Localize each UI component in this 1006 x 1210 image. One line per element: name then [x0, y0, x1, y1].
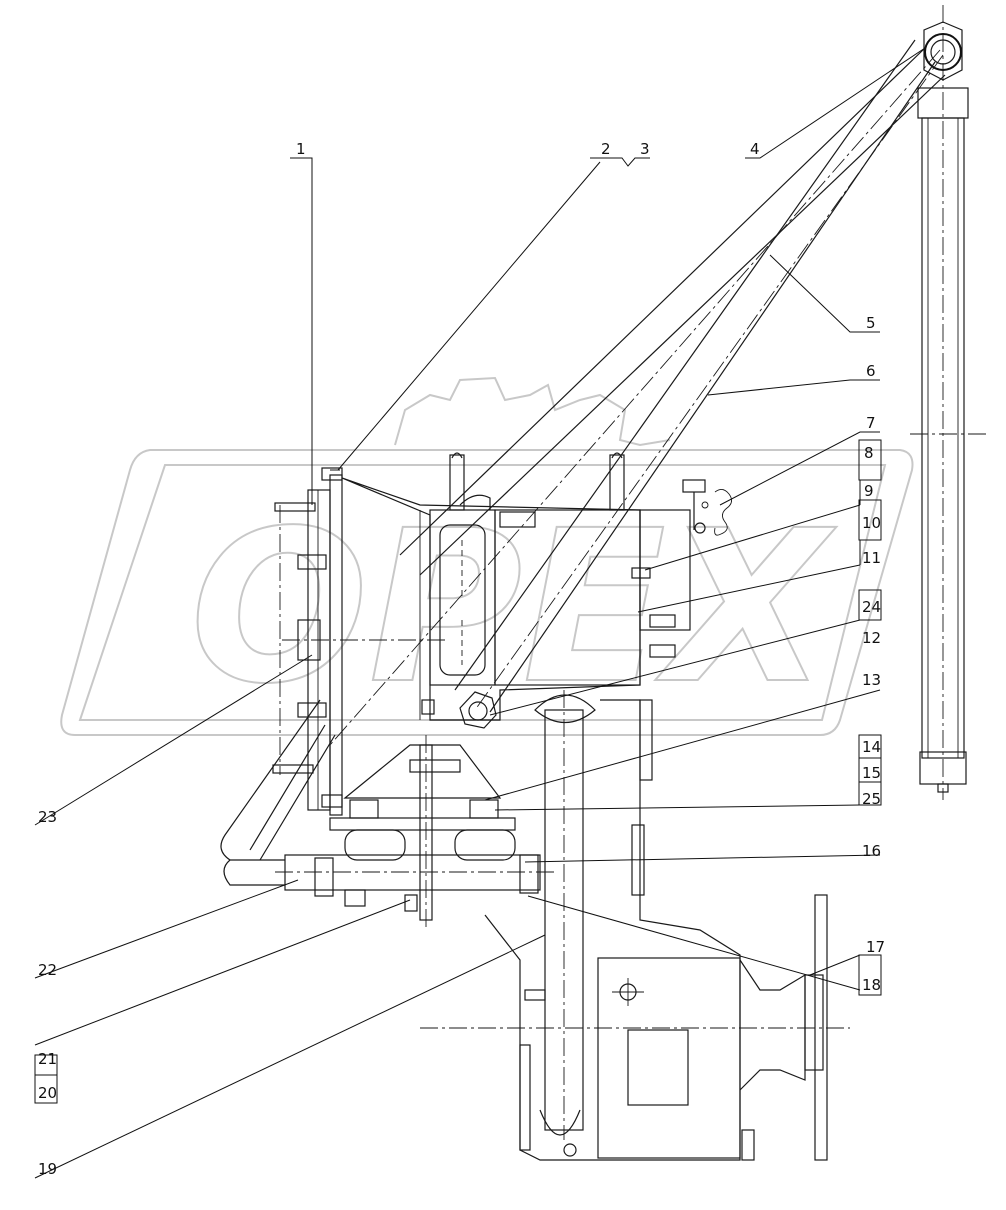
- watermark-logo: OPEX: [60, 376, 914, 736]
- callout-5: 5: [866, 314, 876, 332]
- callout-labels: 1 2 3 4 5 6 7 8 9 10 11 12 13 14 15 16 1…: [38, 140, 885, 1178]
- callout-4: 4: [750, 140, 760, 158]
- boom-arm: [329, 39, 946, 746]
- callout-2: 2: [601, 140, 611, 158]
- hydraulic-cylinder: [910, 5, 990, 800]
- callout-1: 1: [296, 140, 306, 158]
- callout-23: 23: [38, 808, 57, 826]
- drive-shaft: [419, 690, 596, 1140]
- callout-8: 8: [864, 444, 874, 462]
- callout-3: 3: [640, 140, 650, 158]
- callout-19: 19: [38, 1160, 57, 1178]
- callout-12: 12: [862, 629, 881, 647]
- watermark-badge-outline: [60, 449, 914, 736]
- callout-15: 15: [862, 764, 881, 782]
- watermark-badge-inner: [78, 464, 887, 721]
- callout-18: 18: [862, 976, 881, 994]
- gearbox-housing: [341, 452, 691, 721]
- callout-13: 13: [862, 671, 881, 689]
- lower-gearbox: [420, 699, 850, 1161]
- leader-lines: [34, 47, 926, 1179]
- callout-22: 22: [38, 961, 57, 979]
- callout-10: 10: [862, 514, 881, 532]
- callout-frames: [34, 439, 882, 1104]
- callout-24: 24: [862, 598, 881, 616]
- watermark-gear: [394, 376, 671, 447]
- mounting-flange: [272, 467, 445, 816]
- callout-7: 7: [866, 414, 876, 432]
- callout-14: 14: [862, 738, 881, 756]
- callout-20: 20: [38, 1084, 57, 1102]
- callout-25: 25: [862, 790, 881, 808]
- locking-pin: [682, 479, 732, 536]
- callout-6: 6: [866, 362, 876, 380]
- saddle-bracket: [329, 744, 516, 861]
- callout-11: 11: [862, 549, 881, 567]
- callout-9: 9: [864, 482, 874, 500]
- pipe-assembly: [220, 699, 555, 912]
- callout-21: 21: [38, 1050, 57, 1068]
- callout-16: 16: [862, 842, 881, 860]
- callout-17: 17: [866, 938, 885, 956]
